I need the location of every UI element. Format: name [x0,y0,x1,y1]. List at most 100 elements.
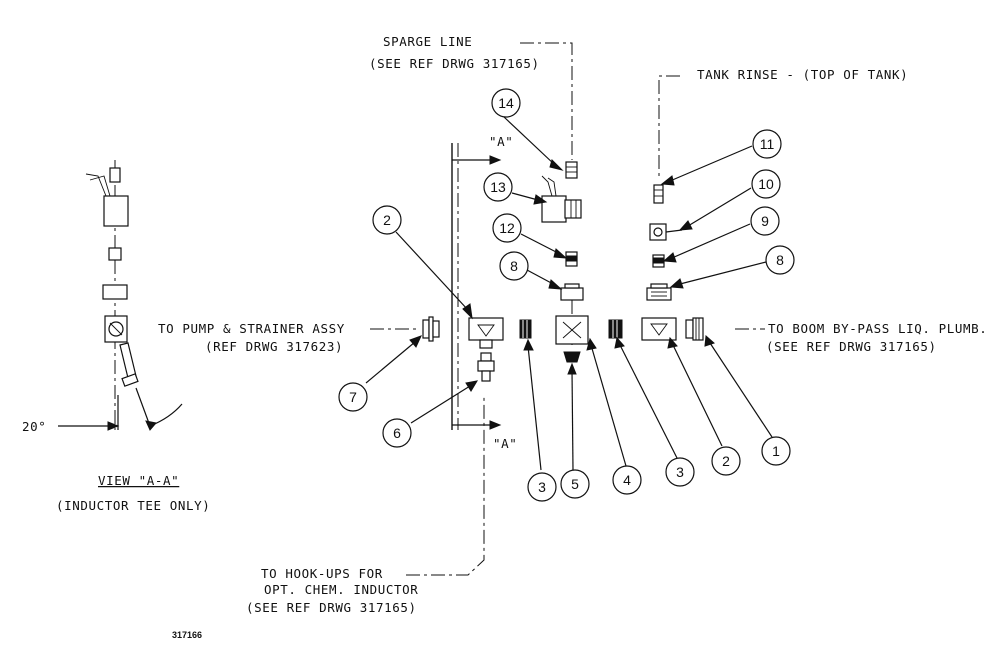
balloon-10: 10 [751,169,781,199]
leader-2-right [672,344,723,447]
hookups-label-2: OPT. CHEM. INDUCTOR [264,582,418,597]
balloon-9: 9 [750,206,780,236]
arrow-13 [533,194,548,205]
sparge-leader-line [520,42,573,160]
drawing-number: 317166 [172,630,202,640]
part-2-tee-right [641,317,677,341]
arrow-12 [553,248,568,259]
leader-4 [590,344,627,467]
arrow-3-right [614,336,625,349]
angle-arrowhead-left [107,421,120,431]
svg-text:11: 11 [760,136,775,152]
sparge-ref-label: (SEE REF DRWG 317165) [369,56,540,71]
balloon-5: 5 [560,469,590,499]
part-3-nipple-left [519,319,532,339]
hookups-leader-line [406,395,485,576]
balloon-4: 4 [612,465,642,495]
pump-ref-label: (REF DRWG 317623) [205,339,343,354]
part-7-fitting [422,316,440,342]
section-a-bottom-label: "A" [493,436,517,451]
balloon-8-right: 8 [765,245,795,275]
svg-text:12: 12 [499,220,515,236]
svg-text:2: 2 [383,212,391,228]
arrow-2-right [667,336,678,349]
svg-text:6: 6 [393,425,401,441]
balloon-7: 7 [338,382,368,412]
part-13-solenoid-valve [541,175,582,223]
leader-6 [410,385,471,424]
angle-label: 20° [22,419,46,434]
arrow-3-left [523,338,534,351]
section-arrowhead-top [489,155,502,165]
svg-text:4: 4 [623,472,631,488]
hookups-ref-label: (SEE REF DRWG 317165) [246,600,417,615]
part-5-plug [563,351,581,363]
tank-rinse-label: TANK RINSE - (TOP OF TANK) [697,67,908,82]
part-8-bushing-right [646,283,672,301]
part-1-fitting [685,317,704,341]
arrow-5 [567,362,577,375]
arrow-8-center [548,279,563,290]
leader-1 [709,342,773,438]
view-a-a-assembly [85,160,151,430]
part-12-nipple [565,251,578,267]
sparge-line-label: SPARGE LINE [383,34,472,49]
balloon-8-center: 8 [499,251,529,281]
balloon-14: 14 [491,88,521,118]
balloon-3-left: 3 [527,472,557,502]
leader-9 [671,223,751,259]
leader-11 [669,145,753,182]
pump-label: TO PUMP & STRAINER ASSY [158,321,345,336]
svg-text:10: 10 [758,176,774,192]
leader-5 [571,369,574,471]
leader-8-right [679,261,767,285]
view-note: (INDUCTOR TEE ONLY) [56,498,210,513]
balloon-1: 1 [761,436,791,466]
leader-13 [511,192,539,201]
arrow-7 [409,335,422,348]
svg-text:3: 3 [538,479,546,495]
leader-3-left [527,345,542,471]
leader-14 [503,116,556,166]
leader-7 [365,341,416,384]
svg-text:3: 3 [676,464,684,480]
section-arrowhead-bottom [489,420,502,430]
svg-text:14: 14 [498,95,514,111]
part-6-hose-barb [477,352,495,382]
boom-ref-label: (SEE REF DRWG 317165) [766,339,937,354]
arrow-8-right [669,278,684,289]
part-14-fitting [565,161,578,179]
leader-10 [687,187,752,227]
hookups-label-1: TO HOOK-UPS FOR [261,566,383,581]
leader-2-left [395,231,469,311]
svg-text:13: 13 [490,179,506,195]
balloon-13: 13 [483,172,513,202]
arrow-9 [662,252,677,263]
part-4-cross [555,315,589,345]
leader-3-right [619,344,678,459]
part-10-valve [649,223,683,241]
arrow-11 [660,175,675,186]
svg-text:2: 2 [722,453,730,469]
part-3-nipple-right [608,319,623,339]
section-a-top-label: "A" [489,134,513,149]
arrow-6 [465,380,478,392]
svg-text:5: 5 [571,476,579,492]
balloon-2-left: 2 [372,205,402,235]
svg-text:9: 9 [761,213,769,229]
arrow-10 [678,220,693,231]
part-9-nipple [652,254,665,268]
view-title: VIEW "A-A" [98,473,179,488]
leader-12 [520,233,561,255]
balloon-2-right: 2 [711,446,741,476]
part-2-tee-left [468,317,504,349]
angle-arrowhead-right [145,420,157,431]
svg-text:1: 1 [772,443,780,459]
part-11-fitting [653,184,664,204]
svg-text:7: 7 [349,389,357,405]
balloon-12: 12 [492,213,522,243]
arrow-2-left [462,303,473,320]
tank-rinse-leader-line [658,75,680,180]
svg-text:8: 8 [510,258,518,274]
